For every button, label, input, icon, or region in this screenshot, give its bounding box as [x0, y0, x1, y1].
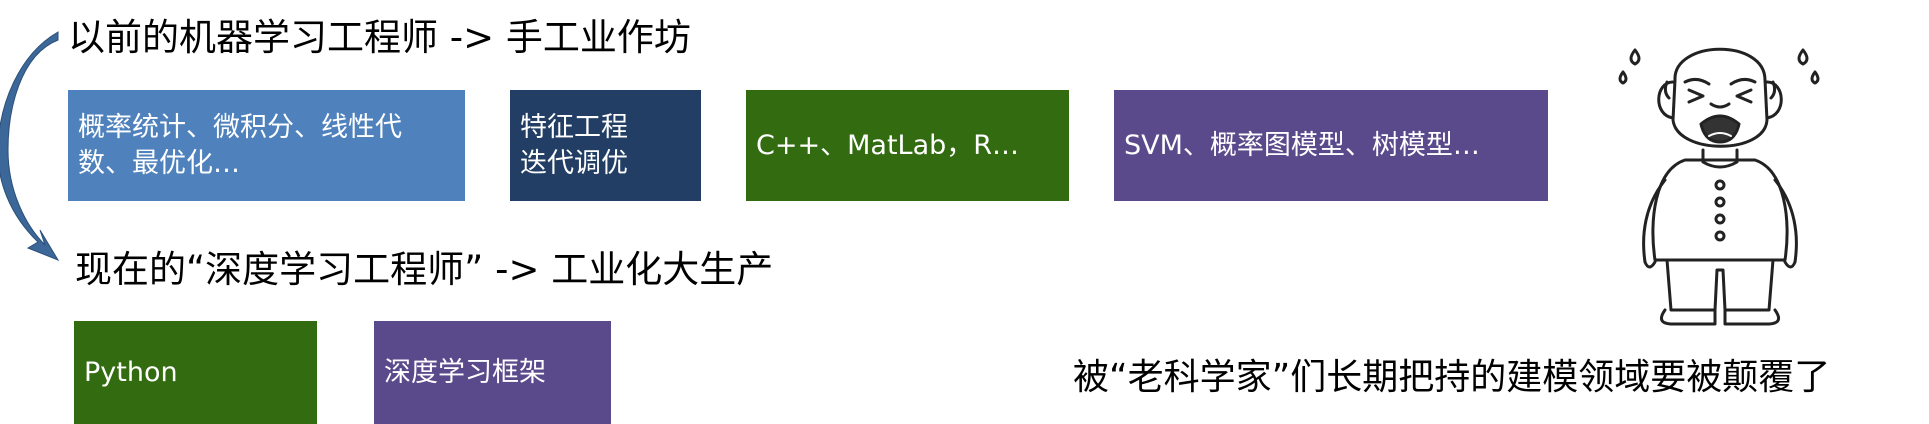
now-box-framework-label: 深度学习框架	[384, 356, 546, 388]
past-box-languages: C++、MatLab，R…	[746, 90, 1069, 201]
past-heading: 以前的机器学习工程师 -> 手工业作坊	[68, 16, 691, 59]
past-box-feature-engineering-label: 特征工程 迭代调优	[520, 111, 628, 179]
curved-arrow-icon	[0, 31, 60, 262]
now-heading: 现在的“深度学习工程师” -> 工业化大生产	[75, 248, 774, 291]
past-box-math: 概率统计、微积分、线性代 数、最优化…	[68, 90, 465, 201]
now-box-python-label: Python	[84, 356, 178, 388]
past-box-models: SVM、概率图模型、树模型…	[1114, 90, 1548, 201]
past-box-languages-label: C++、MatLab，R…	[756, 129, 1020, 161]
past-box-models-label: SVM、概率图模型、树模型…	[1124, 129, 1480, 161]
caption: 被“老科学家”们长期把持的建模领域要被颠覆了	[1073, 357, 1831, 398]
past-box-feature-engineering: 特征工程 迭代调优	[510, 90, 701, 201]
crying-old-man-icon	[1618, 47, 1820, 326]
past-box-math-label: 概率统计、微积分、线性代 数、最优化…	[78, 111, 402, 179]
now-box-framework: 深度学习框架	[374, 321, 611, 424]
now-box-python: Python	[74, 321, 317, 424]
